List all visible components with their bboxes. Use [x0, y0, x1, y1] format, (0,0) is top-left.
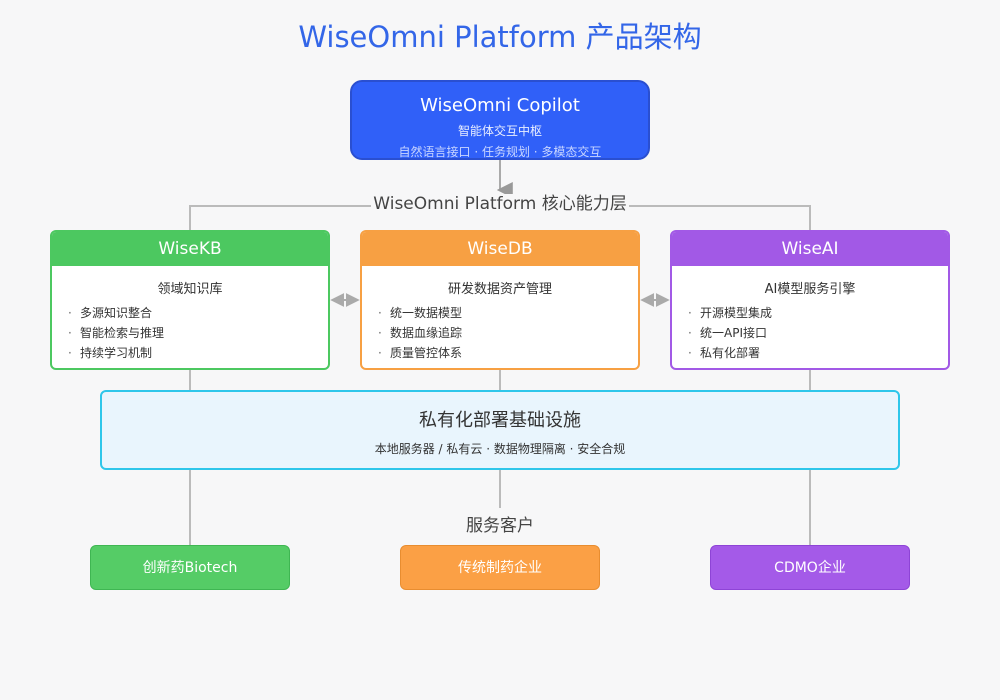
copilot-subtitle: 智能体交互中枢: [457, 124, 542, 138]
module-feature-list: ·多源知识整合 ·智能检索与推理 ·持续学习机制: [68, 303, 328, 363]
list-item: ·持续学习机制: [68, 343, 328, 363]
infrastructure-box: 私有化部署基础设施 本地服务器 / 私有云 · 数据物理隔离 · 安全合规: [100, 390, 900, 470]
module-name: WiseDB: [362, 232, 638, 266]
module-feature-list: ·统一数据模型 ·数据血缘追踪 ·质量管控体系: [378, 303, 638, 363]
copilot-features: 自然语言接口 · 任务规划 · 多模态交互: [398, 145, 602, 159]
bullet-icon: ·: [688, 306, 692, 320]
module-name: WiseAI: [672, 232, 948, 266]
module-feature-list: ·开源模型集成 ·统一API接口 ·私有化部署: [688, 303, 948, 363]
bullet-icon: ·: [688, 346, 692, 360]
client-box-cdmo: CDMO企业: [710, 545, 910, 590]
list-item: ·开源模型集成: [688, 303, 948, 323]
client-box-pharma: 传统制药企业: [400, 545, 600, 590]
infrastructure-title: 私有化部署基础设施: [419, 410, 581, 431]
list-item: ·质量管控体系: [378, 343, 638, 363]
list-item: ·私有化部署: [688, 343, 948, 363]
clients-label: 服务客户: [466, 516, 534, 536]
infrastructure-subtitle: 本地服务器 / 私有云 · 数据物理隔离 · 安全合规: [374, 442, 626, 456]
bullet-icon: ·: [378, 326, 382, 340]
module-card-wisedb: WiseDB 研发数据资产管理 ·统一数据模型 ·数据血缘追踪 ·质量管控体系: [360, 230, 640, 370]
list-item: ·智能检索与推理: [68, 323, 328, 343]
core-layer-label-row: WiseOmni Platform 核心能力层: [0, 189, 1000, 214]
bullet-icon: ·: [68, 346, 72, 360]
client-box-biotech: 创新药Biotech: [90, 545, 290, 590]
bullet-icon: ·: [68, 326, 72, 340]
list-item: ·数据血缘追踪: [378, 323, 638, 343]
module-subtitle: 研发数据资产管理: [447, 282, 552, 297]
copilot-box: WiseOmni Copilot 智能体交互中枢 自然语言接口 · 任务规划 ·…: [350, 80, 650, 160]
list-item: ·多源知识整合: [68, 303, 328, 323]
list-item: ·统一数据模型: [378, 303, 638, 323]
module-card-wisekb: WiseKB 领域知识库 ·多源知识整合 ·智能检索与推理 ·持续学习机制: [50, 230, 330, 370]
copilot-title: WiseOmni Copilot: [420, 95, 580, 116]
core-layer-label: WiseOmni Platform 核心能力层: [371, 194, 629, 214]
bullet-icon: ·: [68, 306, 72, 320]
module-name: WiseKB: [52, 232, 328, 266]
page-title: WiseOmni Platform 产品架构: [298, 20, 702, 54]
module-card-wiseai: WiseAI AI模型服务引擎 ·开源模型集成 ·统一API接口 ·私有化部署: [670, 230, 950, 370]
bullet-icon: ·: [378, 306, 382, 320]
bullet-icon: ·: [688, 326, 692, 340]
list-item: ·统一API接口: [688, 323, 948, 343]
bullet-icon: ·: [378, 346, 382, 360]
module-subtitle: AI模型服务引擎: [764, 282, 856, 297]
module-subtitle: 领域知识库: [157, 282, 223, 297]
